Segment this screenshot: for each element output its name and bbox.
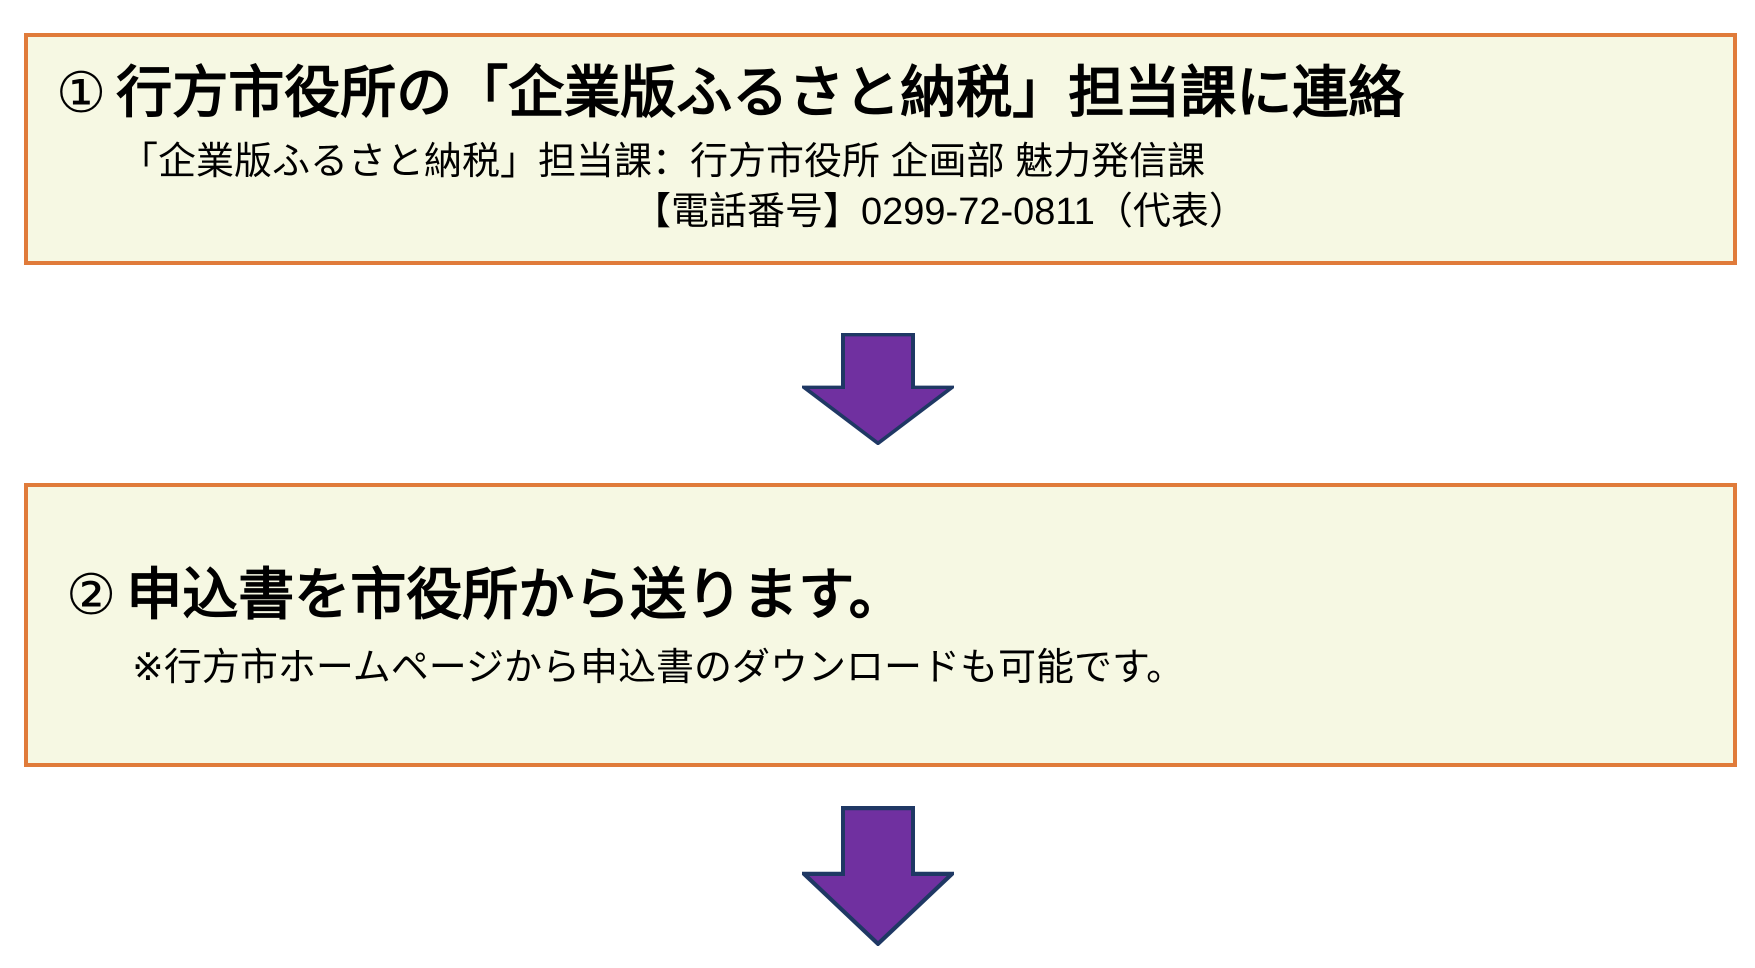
step-1-detail-phone: 【電話番号】0299-72-0811（代表） (633, 190, 1247, 233)
step-2-title-text: 申込書を市役所から送ります。 (126, 563, 905, 626)
step-2-number: ② (66, 563, 117, 626)
down-arrow-icon (802, 806, 954, 946)
step-1-number: ① (56, 61, 107, 124)
down-arrow-icon (802, 333, 954, 445)
step-2-detail-note: ※行方市ホームページから申込書のダウンロードも可能です。 (132, 647, 1185, 690)
step-1-detail-contact: 「企業版ふるさと納税」担当課：行方市役所 企画部 魅力発信課 (120, 141, 1206, 184)
step-1-title-text: 行方市役所の「企業版ふるさと納税」担当課に連絡 (116, 61, 1405, 124)
